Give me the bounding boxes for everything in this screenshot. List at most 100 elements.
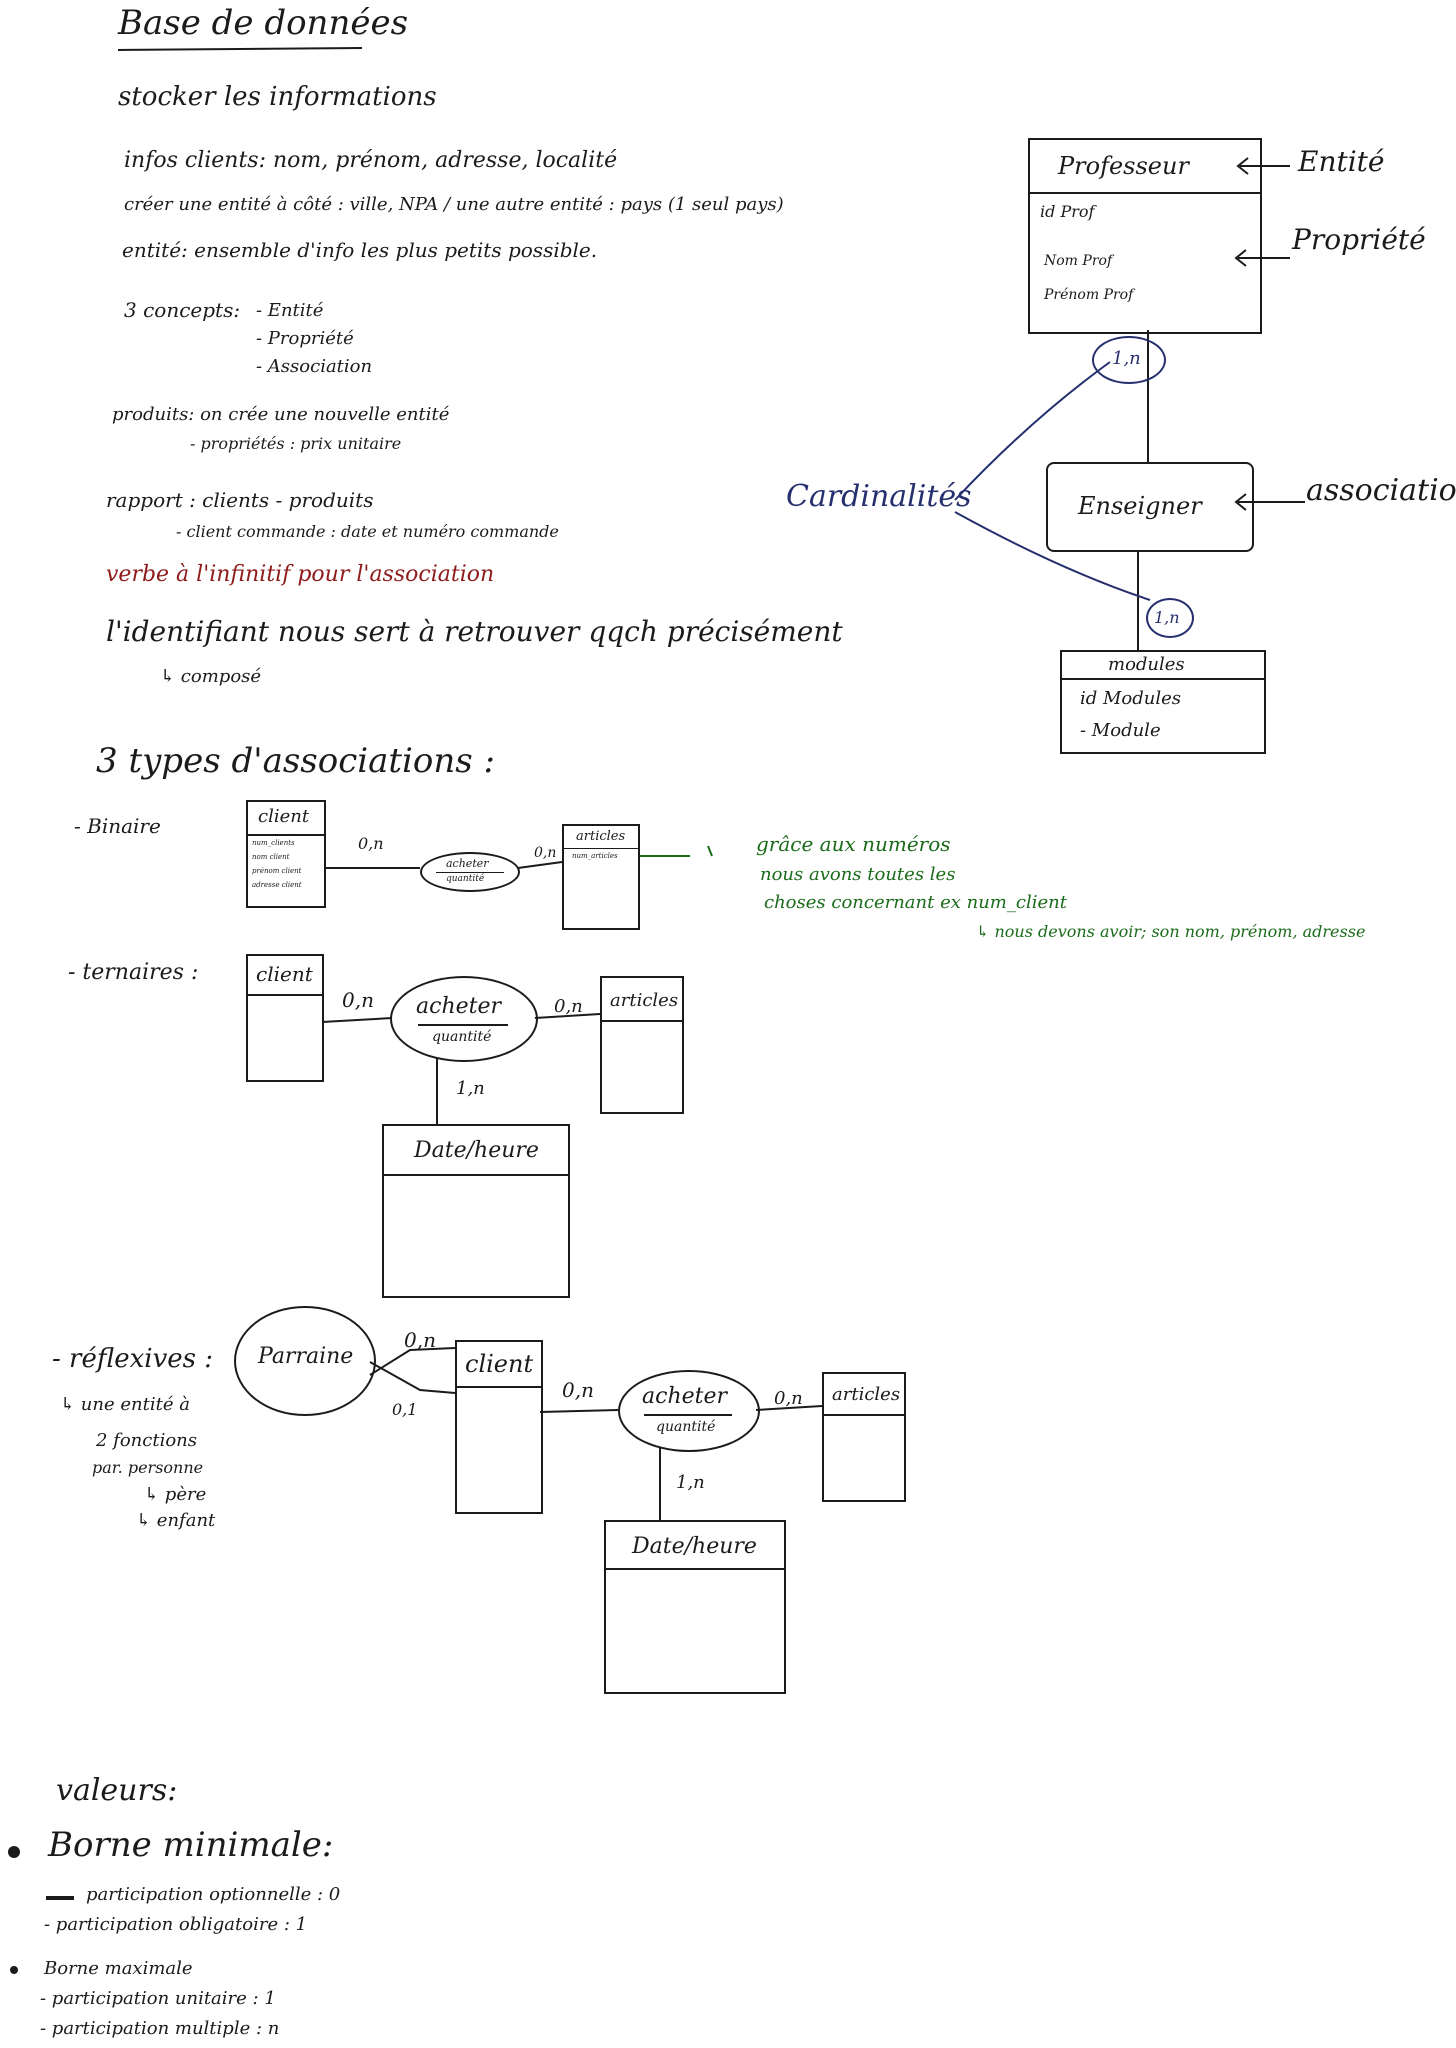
modules-field-id: id Modules — [1080, 688, 1182, 709]
ref-entity-articles: articles — [822, 1372, 906, 1502]
reflexives-line-1: ↳ une entité à — [60, 1394, 190, 1415]
bin-note-line-4: ↳ nous devons avoir; son nom, prénom, ad… — [976, 922, 1366, 941]
bin-entity-client: client num_clients nom client prénom cli… — [246, 800, 326, 908]
valeurs-title: valeurs: — [56, 1773, 178, 1808]
reflexives-line-3: par. personne — [92, 1458, 204, 1477]
title-underline — [117, 47, 363, 51]
modules-title: modules — [1108, 654, 1185, 675]
label-association: association — [1306, 473, 1456, 508]
bin-assoc-text: acheter — [446, 857, 489, 870]
bin-note-line-2: nous avons toutes les — [760, 864, 956, 885]
professeur-title: Professeur — [1058, 152, 1189, 180]
types-title: 3 types d'associations : — [96, 741, 496, 781]
label-entite: Entité — [1298, 145, 1385, 178]
line-card-bottom — [954, 511, 1151, 601]
bin-articles-field: num_articles — [572, 852, 618, 860]
professeur-field-prenom: Prénom Prof — [1044, 287, 1134, 303]
bin-assoc-prop: quantité — [446, 874, 485, 884]
bin-card-left: 0,n — [358, 834, 384, 853]
ref-client-title: client — [465, 1350, 534, 1378]
ref-parraine-text: Parraine — [258, 1344, 354, 1369]
line-green-tick — [707, 845, 713, 857]
modules-field-module: - Module — [1080, 720, 1161, 741]
reflexives-line-2: 2 fonctions — [96, 1430, 198, 1451]
ref-card-parr-top: 0,n — [404, 1328, 436, 1352]
professeur-divider — [1030, 192, 1260, 194]
binaire-label: - Binaire — [74, 814, 161, 838]
borne-max-item-1: - participation unitaire : 1 — [40, 1988, 276, 2009]
ter-date-title: Date/heure — [414, 1138, 539, 1163]
rapport-line-1: rapport : clients - produits — [106, 488, 374, 512]
ter-client-divider — [248, 994, 322, 996]
bullet-max — [10, 1966, 18, 1974]
ter-entity-articles: articles — [600, 976, 684, 1114]
ter-articles-divider — [602, 1020, 682, 1022]
ter-assoc-prop: quantité — [432, 1029, 492, 1045]
bin-note-line-3: choses concernant ex num_client — [764, 892, 1067, 913]
intro-line-3: entité: ensemble d'info les plus petits … — [122, 238, 598, 262]
ref-card-parr-bottom: 0,1 — [392, 1400, 418, 1419]
ref-assoc-text: acheter — [642, 1384, 728, 1409]
concepts-label: 3 concepts: — [124, 298, 241, 322]
line-parraine-top — [369, 1347, 456, 1376]
professeur-field-id: id Prof — [1040, 202, 1095, 221]
bin-client-divider — [248, 834, 324, 836]
ref-assoc-acheter: acheter quantité — [618, 1370, 760, 1452]
bin-note-line-1: grâce aux numéros — [756, 832, 951, 856]
line-ter-assoc-articles — [534, 1013, 601, 1019]
modules-divider — [1062, 678, 1264, 680]
professeur-field-nom: Nom Prof — [1044, 253, 1113, 269]
identifiant-line-1: l'identifiant nous sert à retrouver qqch… — [106, 615, 843, 648]
ref-card-bottom: 1,n — [676, 1472, 705, 1493]
line-card-top — [954, 361, 1111, 501]
ref-card-left: 0,n — [562, 1378, 594, 1402]
card-top-text: 1,n — [1112, 348, 1141, 369]
ter-articles-title: articles — [610, 990, 679, 1011]
borne-min-item-2: - participation obligatoire : 1 — [44, 1914, 308, 1935]
arrow-association — [1234, 493, 1305, 511]
concept-item-association: - Association — [256, 356, 373, 377]
ter-assoc-divider — [418, 1024, 508, 1026]
bullet-min — [8, 1846, 20, 1858]
enseigner-text: Enseigner — [1078, 492, 1202, 520]
line-ter-client-assoc — [321, 1017, 393, 1023]
line-ref-client-assoc — [539, 1409, 619, 1413]
ref-entity-date: Date/heure — [604, 1520, 786, 1694]
produits-line-1: produits: on crée une nouvelle entité — [112, 404, 450, 425]
ternaires-label: - ternaires : — [68, 960, 199, 985]
entity-professeur: Professeur id Prof Nom Prof Prénom Prof — [1028, 138, 1262, 334]
ref-assoc-divider — [644, 1414, 732, 1416]
verbe-note: verbe à l'infinitif pour l'association — [106, 562, 495, 587]
ter-date-divider — [384, 1174, 568, 1176]
reflexives-label: - réflexives : — [52, 1344, 214, 1374]
card-circle-bottom: 1,n — [1146, 598, 1194, 638]
arrow-entite — [1236, 157, 1290, 175]
arrow-propriete — [1234, 249, 1290, 267]
bin-card-right: 0,n — [534, 845, 557, 861]
ter-assoc-text: acheter — [416, 994, 502, 1019]
concept-item-entite: - Entité — [256, 300, 324, 321]
label-cardinalites: Cardinalités — [786, 479, 972, 514]
ref-assoc-parraine: Parraine — [234, 1306, 376, 1416]
ter-card-right: 0,n — [554, 996, 583, 1017]
bin-client-field-1: num_clients — [252, 839, 295, 847]
rapport-line-2: - client commande : date et numéro comma… — [176, 522, 559, 541]
bin-articles-divider — [564, 848, 638, 849]
ref-entity-client: client — [455, 1340, 543, 1514]
ter-client-title: client — [256, 962, 313, 986]
line-parraine-bottom — [369, 1361, 456, 1394]
ter-card-bottom: 1,n — [456, 1078, 485, 1099]
ref-date-divider — [606, 1568, 784, 1570]
bin-client-field-4: adresse client — [252, 881, 302, 889]
ref-assoc-prop: quantité — [656, 1419, 716, 1435]
ter-assoc-acheter: acheter quantité — [390, 976, 538, 1062]
ter-entity-client: client — [246, 954, 324, 1082]
subtitle: stocker les informations — [118, 82, 437, 112]
borne-max-title: Borne maximale — [44, 1958, 193, 1979]
ref-card-right: 0,n — [774, 1388, 803, 1409]
bin-entity-articles: articles num_articles — [562, 824, 640, 930]
page-title: Base de données — [118, 3, 409, 43]
association-enseigner: Enseigner — [1046, 462, 1254, 552]
entity-modules: modules id Modules - Module — [1060, 650, 1266, 754]
